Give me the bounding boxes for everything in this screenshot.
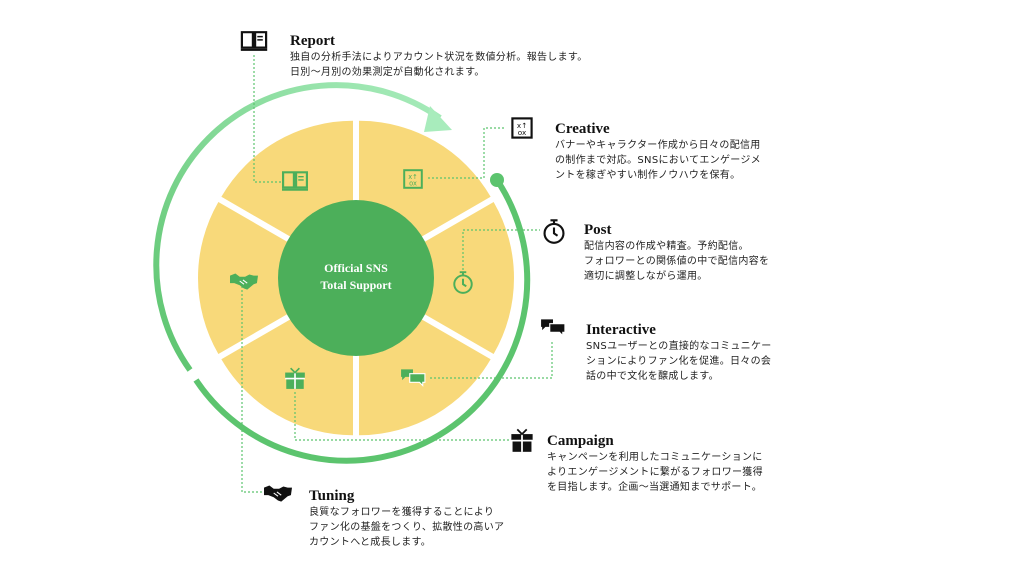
item-title: Post bbox=[584, 222, 612, 238]
item-title: Report bbox=[290, 33, 335, 49]
progress-ring-dark bbox=[193, 178, 531, 464]
segment-post bbox=[362, 202, 514, 354]
item-text: バナーやキャラクター作成から日々の配信用 の制作まで対応。SNSにおいてエンゲー… bbox=[555, 140, 761, 181]
segment-tuning bbox=[198, 202, 350, 354]
item-text: 良質なフォロワーを獲得することにより ファン化の基盤をつくり、拡散性の高いア カ… bbox=[309, 507, 505, 548]
center-label-line1: Official SNS bbox=[324, 261, 388, 275]
item-title: Interactive bbox=[586, 322, 656, 338]
center-circle bbox=[278, 200, 434, 356]
item-post: Post 配信内容の作成や精査。予約配信。 フォロワーとの関係値の中で配信内容を… bbox=[584, 222, 769, 284]
item-title: Campaign bbox=[547, 433, 614, 449]
item-text: 配信内容の作成や精査。予約配信。 フォロワーとの関係値の中で配信内容を 適切に調… bbox=[584, 241, 770, 282]
arrowhead bbox=[424, 106, 452, 132]
center-label-line2: Total Support bbox=[320, 278, 392, 292]
item-creative: Creative バナーやキャラクター作成から日々の配信用 の制作まで対応。SN… bbox=[555, 121, 761, 183]
item-title: Tuning bbox=[309, 488, 355, 504]
item-text: キャンペーンを利用したコミュニケーションに よりエンゲージメントに繋がるフォロワ… bbox=[547, 452, 763, 493]
ring-dot bbox=[490, 173, 504, 187]
item-tuning: Tuning 良質なフォロワーを獲得することにより ファン化の基盤をつくり、拡散… bbox=[309, 488, 504, 550]
item-interactive: Interactive SNSユーザーとの直接的なコミュニケー ションによりファ… bbox=[586, 322, 772, 384]
item-report: Report 独自の分析手法によりアカウント状況を数値分析。報告します。 日別〜… bbox=[290, 33, 588, 80]
item-text: SNSユーザーとの直接的なコミュニケー ションによりファン化を促進。日々の会 話… bbox=[586, 341, 772, 382]
item-text: 独自の分析手法によりアカウント状況を数値分析。報告します。 日別〜月別の効果測定… bbox=[290, 52, 588, 78]
progress-ring-light bbox=[153, 82, 442, 372]
center-label: Official SNS Total Support bbox=[278, 260, 434, 294]
item-campaign: Campaign キャンペーンを利用したコミュニケーションに よりエンゲージメン… bbox=[547, 433, 763, 495]
item-title: Creative bbox=[555, 121, 610, 137]
connector-lines bbox=[230, 55, 553, 493]
